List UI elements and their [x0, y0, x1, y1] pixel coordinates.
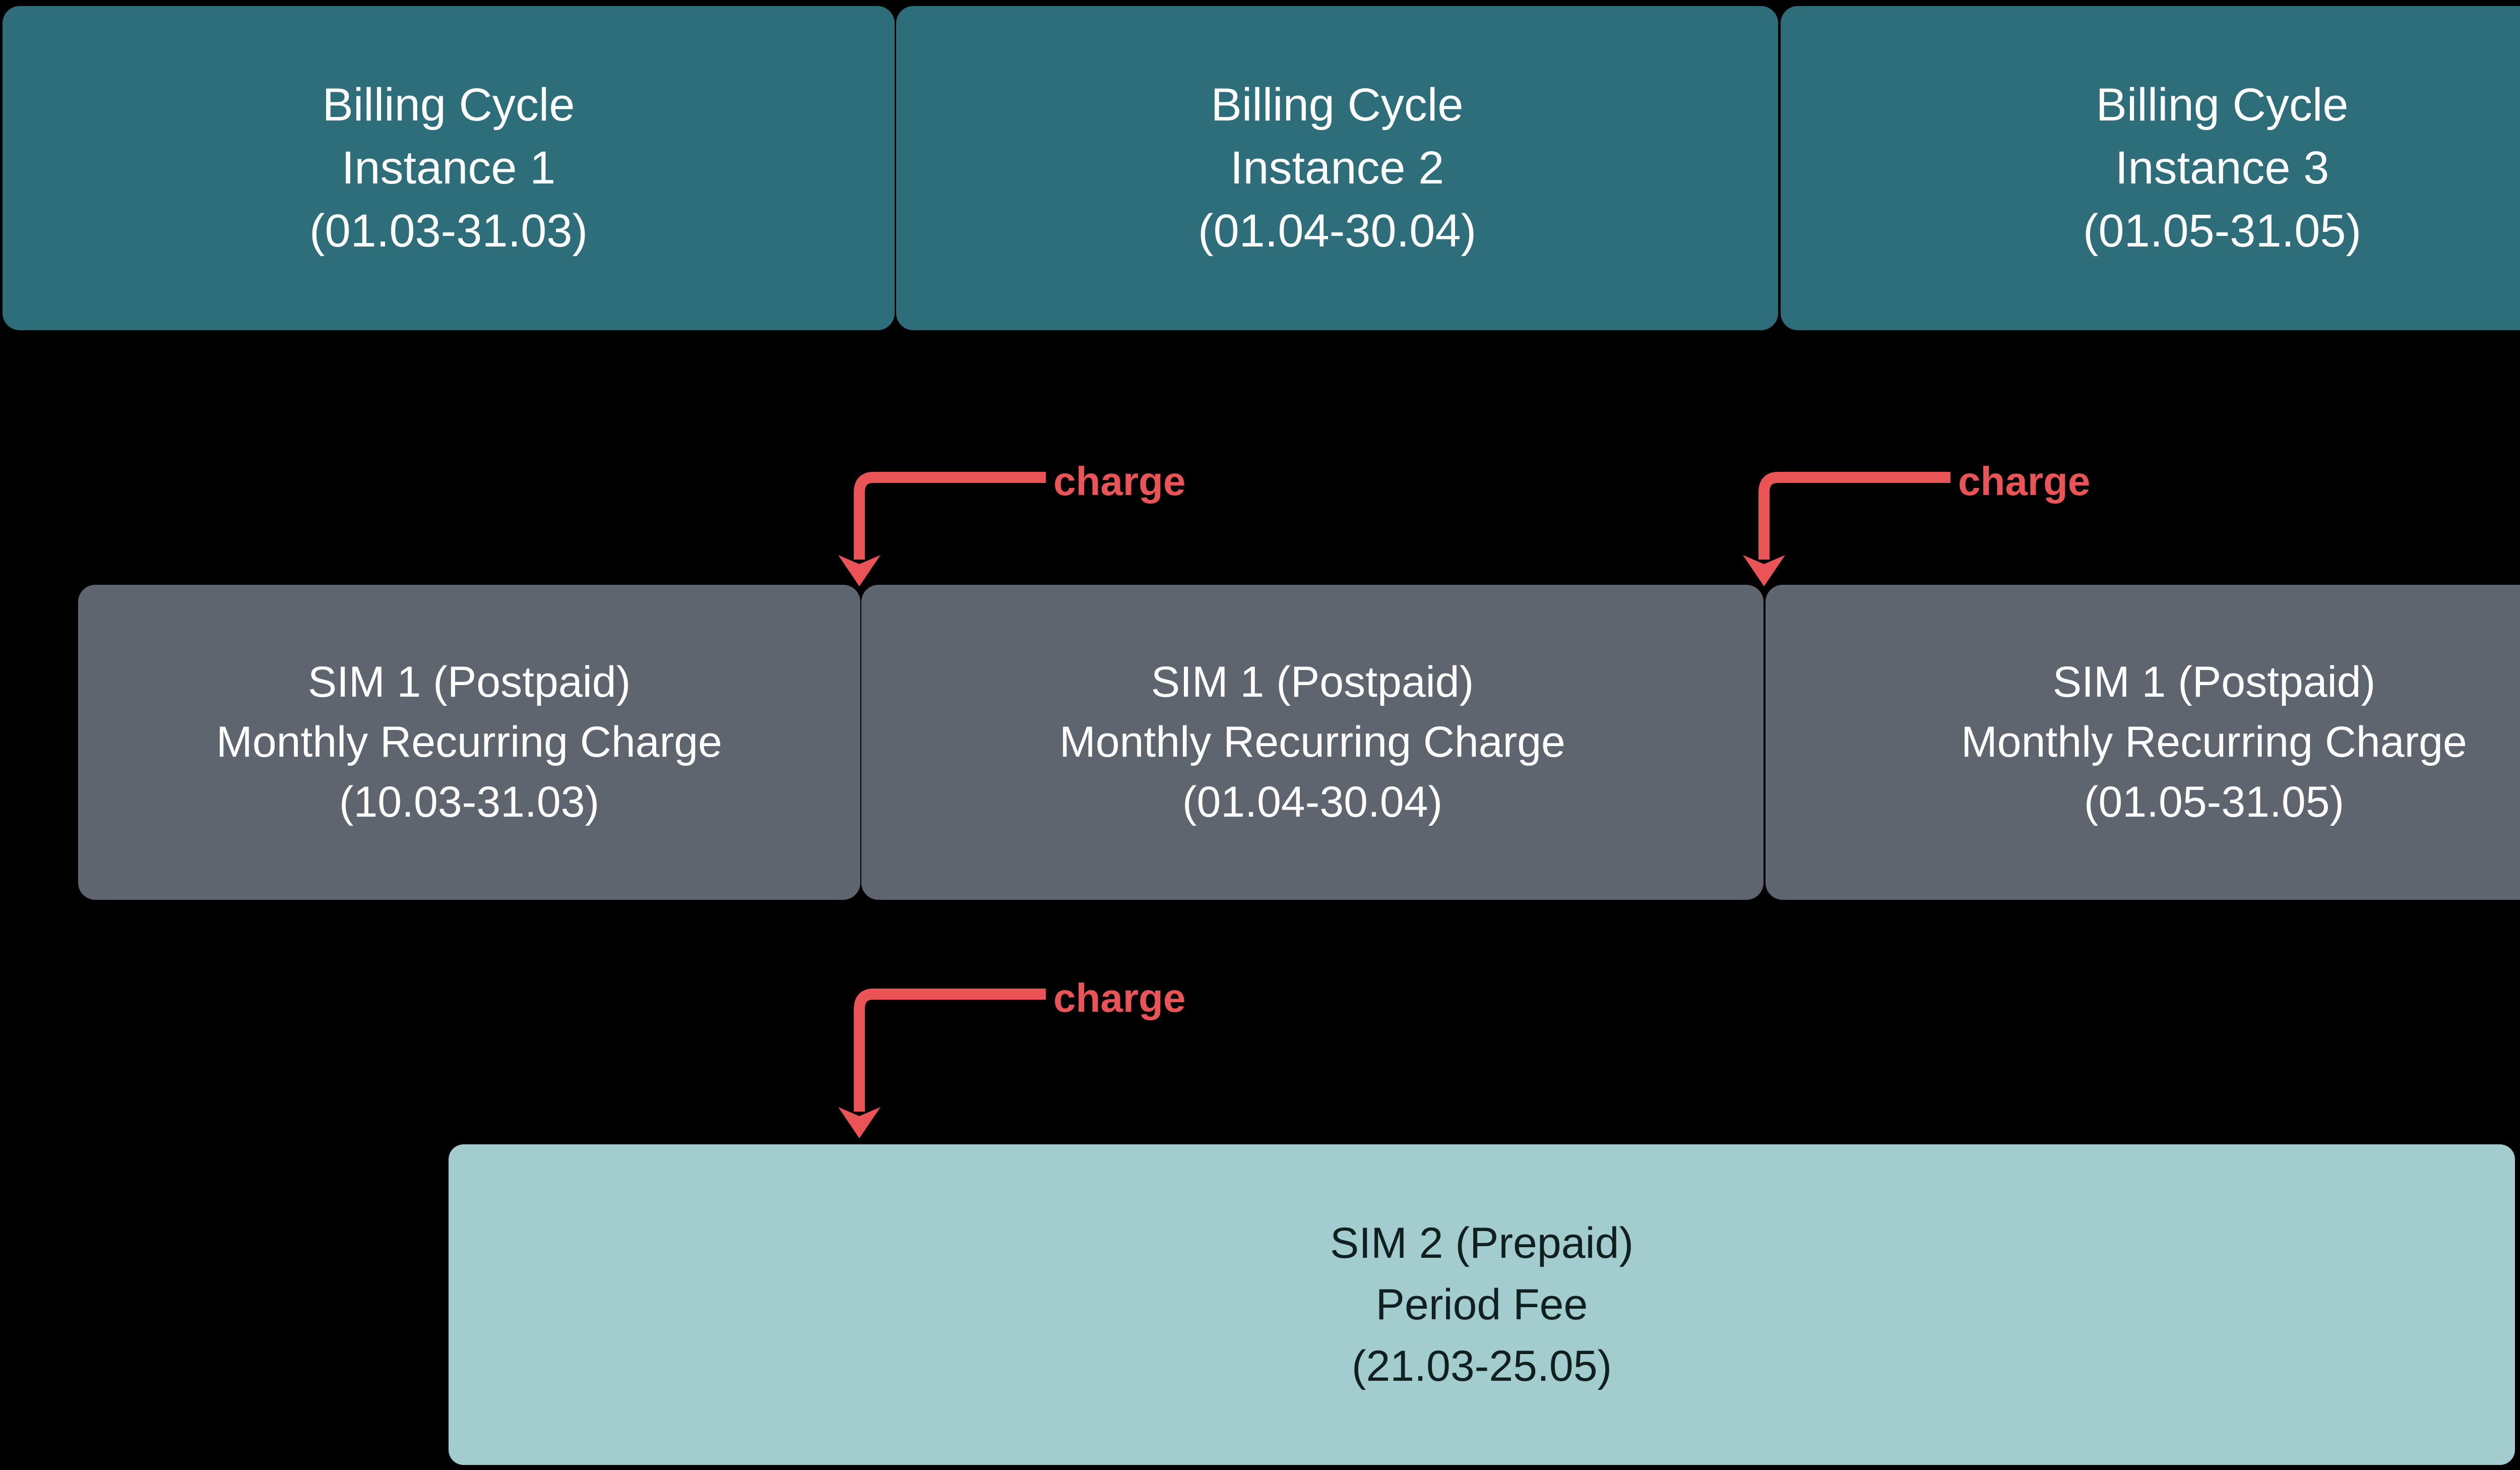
billing-cycle-1-line2: Instance 1	[341, 142, 556, 194]
billing-cycle-3-line2: Instance 3	[2115, 142, 2329, 194]
billing-cycle-1-period: (01.03-31.03)	[309, 205, 588, 257]
sim1-charge-1-line2: Monthly Recurring Charge	[216, 718, 722, 767]
billing-cycle-2-period: (01.04-30.04)	[1198, 205, 1477, 257]
sim1-charge-2-line2: Monthly Recurring Charge	[1059, 718, 1565, 767]
billing-cycle-instance-3[interactable]: Billing Cycle Instance 3 (01.05-31.05)	[1781, 6, 2520, 330]
billing-cycle-2-line2: Instance 2	[1230, 142, 1444, 194]
charge-label-4: charge	[1053, 975, 1186, 1020]
billing-cycle-instance-1[interactable]: Billing Cycle Instance 1 (01.03-31.03)	[3, 6, 895, 330]
charge-connector-1	[824, 456, 1086, 592]
sim1-charge-3-period: (01.05-31.05)	[2084, 777, 2345, 826]
sim1-charge-3-line1: SIM 1 (Postpaid)	[2052, 658, 2376, 707]
sim1-charge-1-period: (10.03-31.03)	[339, 777, 600, 826]
charge-connector-4	[824, 973, 1086, 1144]
sim1-charge-box-1[interactable]: SIM 1 (Postpaid) Monthly Recurring Charg…	[78, 585, 860, 900]
billing-cycle-3-line1: Billing Cycle	[2096, 79, 2349, 131]
sim1-charge-2-period: (01.04-30.04)	[1182, 777, 1443, 826]
charge-label-1: charge	[1053, 459, 1186, 504]
sim2-period-fee-period: (21.03-25.05)	[1351, 1342, 1612, 1391]
sim1-charge-box-2[interactable]: SIM 1 (Postpaid) Monthly Recurring Charg…	[861, 585, 1763, 900]
sim2-period-fee-line1: SIM 2 (Prepaid)	[1330, 1218, 1634, 1267]
billing-cycle-2-line1: Billing Cycle	[1211, 79, 1464, 131]
sim1-charge-2-line1: SIM 1 (Postpaid)	[1151, 658, 1474, 707]
sim1-charge-3-line2: Monthly Recurring Charge	[1961, 718, 2467, 767]
sim2-period-fee-line2: Period Fee	[1375, 1280, 1588, 1329]
sim1-charge-1-line1: SIM 1 (Postpaid)	[307, 658, 631, 707]
charge-label-2: charge	[1958, 459, 2091, 504]
charge-connector-2	[1729, 456, 1991, 592]
billing-cycle-instance-2[interactable]: Billing Cycle Instance 2 (01.04-30.04)	[896, 6, 1778, 330]
sim2-period-fee-box[interactable]: SIM 2 (Prepaid) Period Fee (21.03-25.05)	[449, 1144, 2515, 1465]
sim1-charge-box-3[interactable]: SIM 1 (Postpaid) Monthly Recurring Charg…	[1766, 585, 2520, 900]
billing-cycle-3-period: (01.05-31.05)	[2083, 205, 2362, 257]
billing-cycle-1-line1: Billing Cycle	[322, 79, 575, 131]
